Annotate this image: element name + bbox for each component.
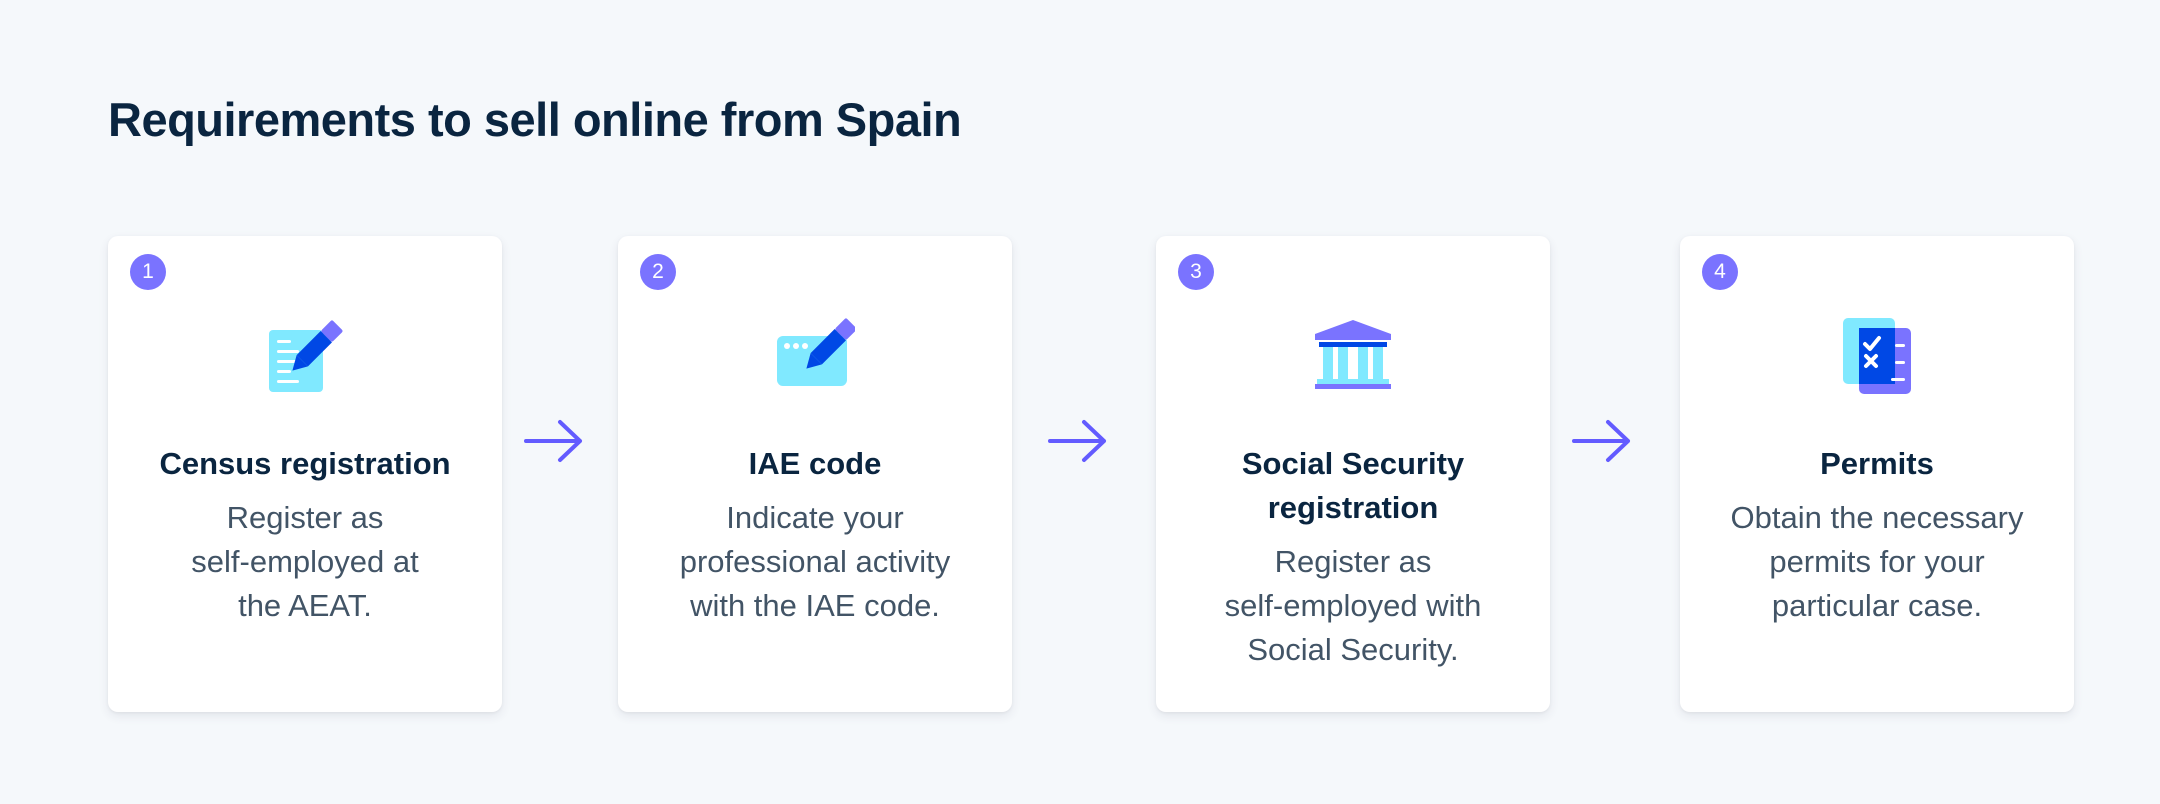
step-number-badge: 4: [1702, 254, 1738, 290]
step-description: Obtain the necessary permits for your pa…: [1730, 500, 2024, 623]
step-description: Register as self-employed at the AEAT.: [191, 500, 419, 623]
arrow-right-icon: [1046, 418, 1110, 464]
step-content: Census registration Register as self-emp…: [132, 442, 478, 628]
step-title: IAE code: [748, 446, 882, 481]
bank-building-icon: [1313, 316, 1393, 396]
arrow-right-icon: [1570, 418, 1634, 464]
step-title: Census registration: [159, 446, 451, 481]
step-card-social-security: 3 Social Security registration Register …: [1156, 236, 1550, 712]
step-content: Social Security registration Register as…: [1180, 442, 1526, 672]
step-card-census-registration: 1 Census registration Register as self-e…: [108, 236, 502, 712]
page-title: Requirements to sell online from Spain: [108, 93, 962, 146]
step-title: Social Security registration: [1241, 446, 1465, 525]
step-description: Register as self-employed with Social Se…: [1224, 544, 1482, 667]
step-content: IAE code Indicate your professional acti…: [642, 442, 988, 628]
step-number-badge: 3: [1178, 254, 1214, 290]
document-pencil-icon: [265, 316, 345, 396]
step-card-permits: 4 Permits Obtain the necessary permits f…: [1680, 236, 2074, 712]
step-number-badge: 1: [130, 254, 166, 290]
step-number-badge: 2: [640, 254, 676, 290]
step-title: Permits: [1820, 446, 1934, 481]
arrow-right-icon: [522, 418, 586, 464]
browser-pencil-icon: [775, 316, 855, 396]
step-card-iae-code: 2 IAE code Indicate your professional ac…: [618, 236, 1012, 712]
step-description: Indicate your professional activity with…: [679, 500, 951, 623]
step-content: Permits Obtain the necessary permits for…: [1704, 442, 2050, 628]
checklist-icon: [1837, 316, 1917, 396]
